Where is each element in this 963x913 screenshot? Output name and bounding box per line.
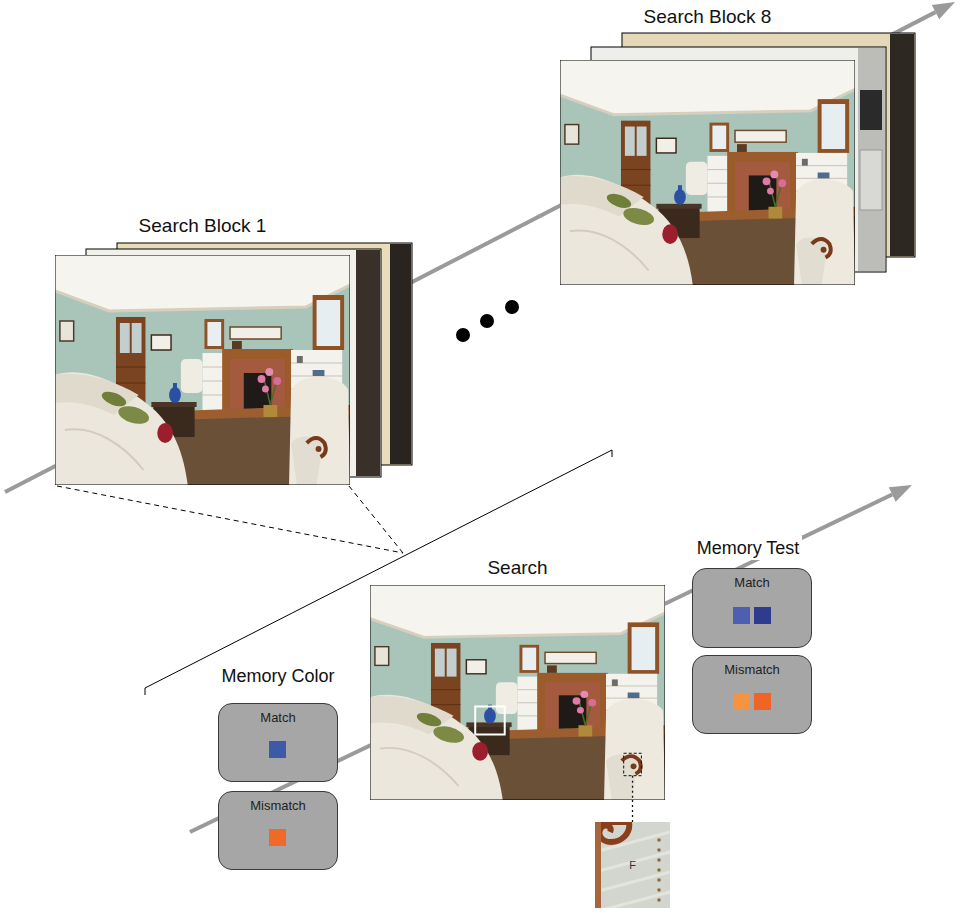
illustration-part	[858, 48, 885, 271]
arrowhead	[932, 2, 955, 19]
illustration-part	[55, 255, 350, 485]
illustration-part	[560, 60, 855, 285]
color-square	[754, 693, 771, 710]
color-square	[733, 693, 750, 710]
illustration-part	[356, 250, 380, 476]
scene-photo	[370, 585, 665, 800]
condition-label: Match	[219, 704, 337, 726]
ellipsis-dot	[456, 328, 470, 342]
illustration-part	[55, 255, 350, 485]
zoom-dashed-line	[349, 486, 403, 553]
color-square	[733, 607, 750, 624]
timeline-arrow	[5, 12, 936, 492]
group-label: Memory Color	[196, 664, 360, 688]
block-heading: Search Block 8	[560, 5, 855, 29]
illustration-part	[370, 585, 665, 800]
zoom-inset: F	[595, 822, 670, 908]
bracket-tick	[612, 450, 613, 457]
photo-panel: Search Block 1	[55, 214, 350, 485]
illustration-part	[55, 255, 350, 485]
scene-photo	[55, 255, 350, 485]
block-heading: Search Block 1	[55, 214, 350, 238]
ellipsis-dot	[505, 300, 519, 314]
illustration-part	[595, 822, 670, 908]
group-label: Memory Test	[680, 536, 816, 560]
memory-box: Match	[692, 568, 812, 648]
illustration-part	[475, 707, 505, 735]
condition-label: Match	[693, 569, 811, 591]
block-heading: Search	[370, 555, 665, 581]
illustration-part	[560, 60, 855, 285]
timeline-arrow	[190, 495, 892, 833]
group-label-text: Memory Test	[694, 536, 803, 560]
memory-box: Mismatch	[218, 791, 338, 870]
zoom-dashed-line	[57, 486, 403, 553]
arrowhead	[889, 485, 912, 502]
memory-box: Mismatch	[692, 655, 812, 734]
color-square	[269, 741, 286, 758]
photo-panel: Search	[370, 555, 665, 800]
color-square	[754, 607, 771, 624]
illustration-part	[370, 585, 665, 800]
illustration-part	[632, 776, 633, 800]
scene-photo	[560, 60, 855, 285]
illustration-part	[370, 585, 665, 800]
memory-box: Match	[218, 703, 338, 782]
condition-label: Mismatch	[219, 792, 337, 814]
photo-panel: Search Block 8	[560, 5, 855, 285]
ellipsis-dot	[480, 314, 494, 328]
target-letter: F	[595, 822, 670, 908]
illustration-part	[624, 753, 642, 775]
dotted-leader	[632, 800, 633, 822]
condition-label: Mismatch	[693, 656, 811, 678]
group-label-text: Memory Color	[218, 664, 337, 688]
bracket-tick	[145, 688, 146, 695]
color-square	[269, 829, 286, 846]
illustration-part	[860, 150, 882, 210]
illustration-part	[890, 34, 914, 256]
illustration-part	[860, 90, 882, 130]
illustration-part	[390, 244, 411, 464]
illustration-part	[560, 60, 855, 285]
